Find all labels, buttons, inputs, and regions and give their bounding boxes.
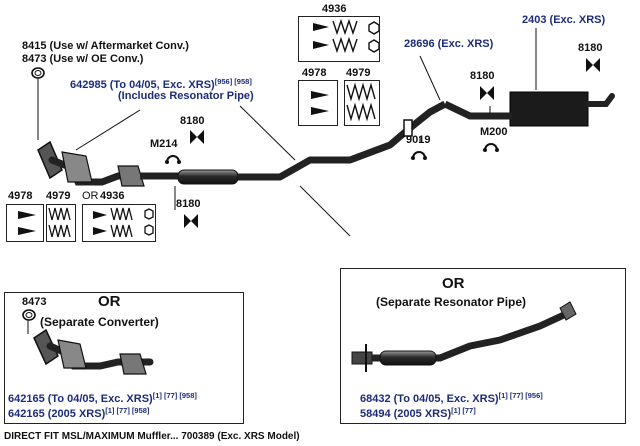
- spring-kit-icon: [344, 80, 380, 126]
- part-label-2403: 2403 (Exc. XRS): [522, 14, 606, 26]
- clamp-icon: [410, 146, 428, 160]
- rubber-hanger-icon: [584, 56, 602, 74]
- gasket-ring-icon: [30, 66, 46, 80]
- bolt-kit-icon: [298, 80, 338, 126]
- clamp-icon: [482, 138, 500, 152]
- conv-box-note: (Separate Converter): [40, 315, 159, 329]
- res-box-line2: 58494 (2005 XRS)[1] [77]: [360, 405, 476, 420]
- part-label-m214: M214: [150, 138, 178, 150]
- conv-line2-notes: [1] [77] [958]: [105, 406, 150, 415]
- rubber-hanger-icon: [478, 84, 496, 102]
- part-642985-notes: [956] [958]: [214, 77, 252, 86]
- bolt-kit-icon: [82, 204, 156, 242]
- res-line1-notes: [1] [77] [956]: [498, 391, 543, 400]
- part-label-8180-lower: 8180: [176, 198, 201, 210]
- conv-box-line2: 642165 (2005 XRS)[1] [77] [958]: [8, 405, 149, 420]
- conv-line1-notes: [1] [77] [958]: [152, 391, 197, 400]
- part-label-9019: 9019: [406, 134, 431, 146]
- part-label-4978-left: 4978: [8, 190, 33, 202]
- footer-note: DIRECT FIT MSL/MAXIMUM Muffler... 700389…: [4, 431, 300, 442]
- res-box-note: (Separate Resonator Pipe): [376, 295, 527, 309]
- part-label-8473-top: 8473 (Use w/ OE Conv.): [22, 53, 144, 65]
- part-label-8180-mid: 8180: [470, 70, 495, 82]
- bolt-kit-icon: [298, 16, 380, 62]
- conv-box-part-8473: 8473: [22, 296, 47, 308]
- part-label-642985-note: (Includes Resonator Pipe): [118, 90, 254, 102]
- rubber-hanger-icon: [182, 212, 200, 230]
- part-label-8180-upper: 8180: [180, 115, 205, 127]
- part-label-28696: 28696 (Exc. XRS): [404, 38, 494, 50]
- clamp-icon: [164, 150, 182, 164]
- res-line2-text: 58494 (2005 XRS): [360, 408, 452, 420]
- part-label-8180-right: 8180: [578, 42, 603, 54]
- part-label-642985: 642985 (To 04/05, Exc. XRS)[956] [958]: [70, 76, 252, 91]
- res-box-or: OR: [442, 275, 465, 292]
- conv-box-or: OR: [98, 293, 121, 310]
- part-label-8415: 8415 (Use w/ Aftermarket Conv.): [22, 40, 189, 52]
- part-642985-text: 642985 (To 04/05, Exc. XRS): [70, 79, 215, 91]
- bolt-kit-icon: [6, 204, 44, 242]
- gasket-ring-icon: [21, 308, 37, 322]
- part-label-4979-top: 4979: [346, 67, 371, 79]
- rubber-hanger-icon: [188, 128, 206, 146]
- separate-converter-box: [4, 292, 244, 424]
- or-label-small: OR: [82, 190, 99, 202]
- conv-line2-text: 642165 (2005 XRS): [8, 408, 106, 420]
- spring-kit-icon: [46, 204, 76, 242]
- res-box-line1: 68432 (To 04/05, Exc. XRS)[1] [77] [956]: [360, 390, 543, 405]
- part-label-4979-left: 4979: [46, 190, 71, 202]
- res-line1-text: 68432 (To 04/05, Exc. XRS): [360, 393, 499, 405]
- part-label-4936-top: 4936: [322, 3, 347, 15]
- separate-resonator-drawing: [351, 301, 577, 372]
- separate-converter-drawing: [27, 320, 154, 375]
- conv-box-line1: 642165 (To 04/05, Exc. XRS)[1] [77] [958…: [8, 390, 197, 405]
- part-label-4978-top: 4978: [302, 67, 327, 79]
- part-label-4936-left: 4936: [100, 190, 125, 202]
- conv-line1-text: 642165 (To 04/05, Exc. XRS): [8, 393, 153, 405]
- res-line2-notes: [1] [77]: [451, 406, 476, 415]
- separate-resonator-box: [340, 268, 626, 424]
- exhaust-pipe-assembly: [37, 28, 615, 237]
- part-label-m200: M200: [480, 126, 508, 138]
